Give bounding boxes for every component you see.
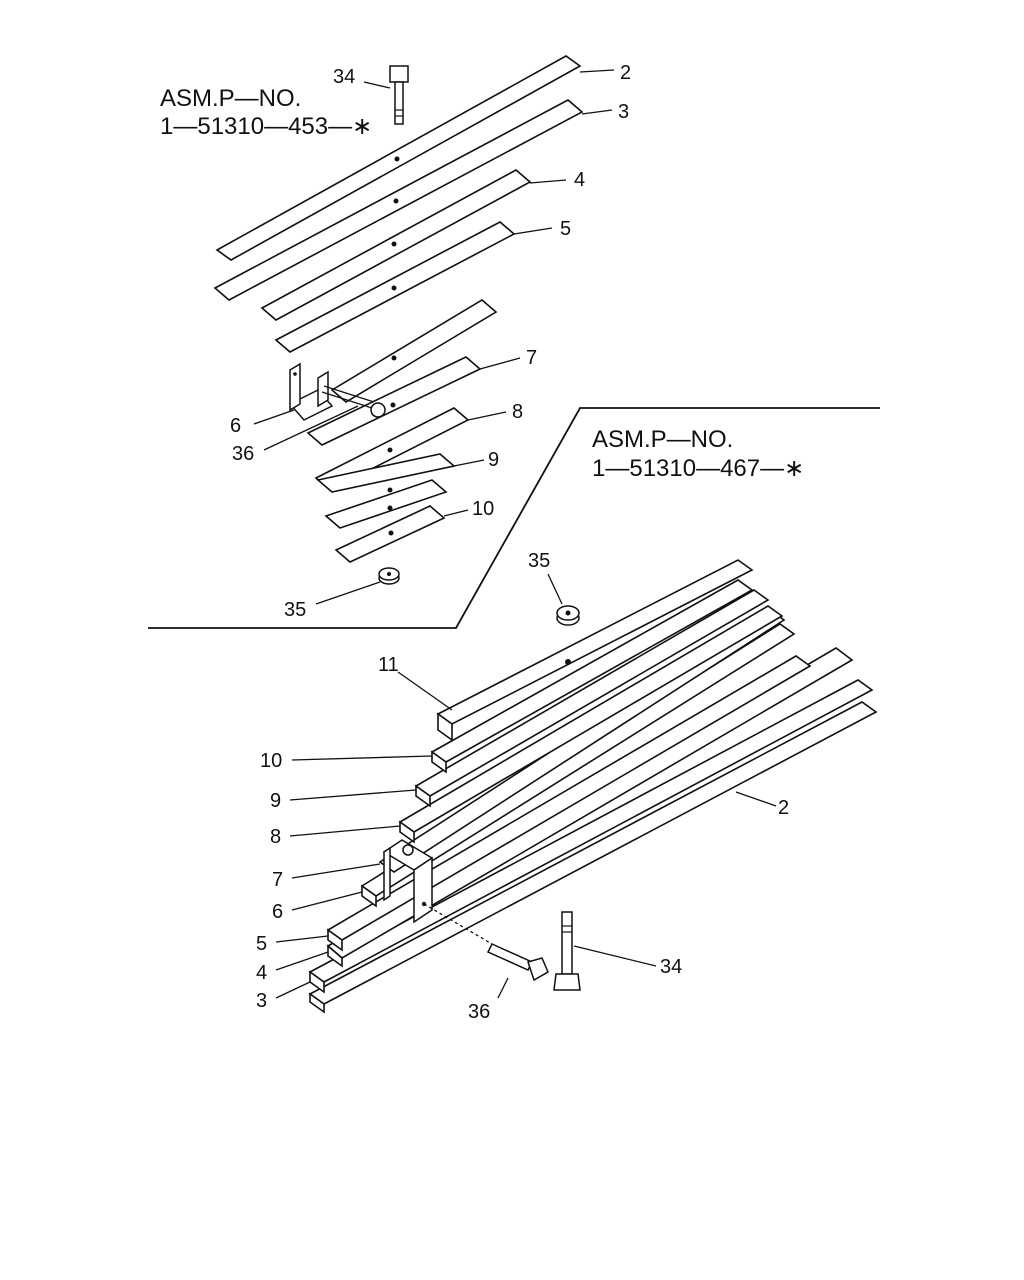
top-callout-5: 5 xyxy=(560,218,571,240)
top-callout-7: 7 xyxy=(526,347,537,369)
bottom-leaf-10 xyxy=(430,579,754,774)
top-callout-10: 10 xyxy=(472,498,494,520)
top-leaf-11 xyxy=(334,505,446,563)
top-nut-35 xyxy=(378,567,400,585)
bottom-callout-10: 10 xyxy=(260,750,282,772)
bottom-callout-4: 4 xyxy=(256,962,267,984)
top-asm-title: ASM.P—NO. xyxy=(160,85,301,112)
top-bolt-34 xyxy=(389,65,409,125)
bottom-leaf-2 xyxy=(308,701,878,1014)
bottom-callout-34: 34 xyxy=(660,956,682,978)
top-callout-9: 9 xyxy=(488,449,499,471)
top-callout-6: 6 xyxy=(230,415,241,437)
bottom-callout-8: 8 xyxy=(270,826,281,848)
bottom-leaf-5 xyxy=(326,655,812,952)
top-leaf-10 xyxy=(324,479,448,529)
bottom-nut-35 xyxy=(556,605,580,626)
top-bolt-36 xyxy=(321,385,386,418)
bottom-callout-9: 9 xyxy=(270,790,281,812)
section-divider xyxy=(148,407,880,629)
bottom-callout-3: 3 xyxy=(256,990,267,1012)
top-callout-36: 36 xyxy=(232,443,254,465)
bottom-callout-11: 11 xyxy=(378,654,399,676)
bottom-leaf-11 xyxy=(436,559,754,742)
top-callout-8: 8 xyxy=(512,401,523,423)
bottom-callout-6: 6 xyxy=(272,901,283,923)
top-callout-2: 2 xyxy=(620,62,631,84)
top-callout-3: 3 xyxy=(618,101,629,123)
top-leader-lines xyxy=(253,69,615,605)
bottom-callout-7: 7 xyxy=(272,869,283,891)
bottom-bolt-34 xyxy=(553,911,581,991)
top-callout-4: 4 xyxy=(574,169,585,191)
bottom-leaf-8 xyxy=(398,605,784,844)
top-leaf-3 xyxy=(213,99,584,301)
top-assembly: ASM.P—NO. 1—51310—453—∗ xyxy=(160,55,631,621)
bottom-leader-lines xyxy=(275,573,777,999)
bottom-leaf-9 xyxy=(414,589,770,808)
bottom-callout-2: 2 xyxy=(778,797,789,819)
top-leaf-4 xyxy=(260,169,532,321)
top-callout-35: 35 xyxy=(284,599,306,621)
bottom-bolt-36 xyxy=(423,903,549,982)
bottom-leaf-3 xyxy=(308,679,874,994)
bottom-callout-36: 36 xyxy=(468,1001,490,1023)
bottom-asm-part-no: 1—51310—467—∗ xyxy=(592,455,804,482)
bottom-clip-6 xyxy=(382,839,434,924)
top-leaf-2 xyxy=(215,55,582,261)
bottom-asm-title: ASM.P—NO. xyxy=(592,426,733,453)
bottom-assembly: ASM.P—NO. 1—51310—467—∗ xyxy=(256,426,878,1023)
top-asm-part-no: 1—51310—453—∗ xyxy=(160,113,372,140)
top-clip-6 xyxy=(288,362,334,421)
bottom-callout-5: 5 xyxy=(256,933,267,955)
bottom-callout-35: 35 xyxy=(528,550,550,572)
top-callout-34: 34 xyxy=(333,66,355,88)
